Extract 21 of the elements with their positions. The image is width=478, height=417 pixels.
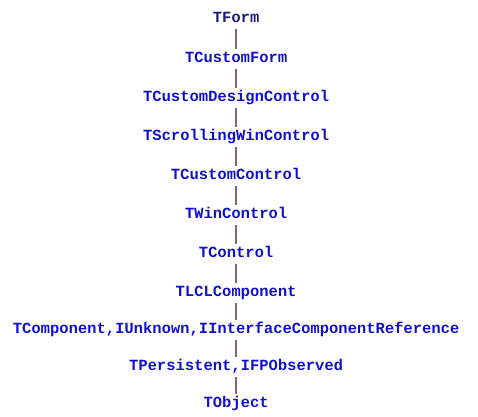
class-name: TComponent,IUnknown,IInterfaceComponentReference xyxy=(12,321,460,337)
connector-line xyxy=(235,29,237,49)
class-name: TScrollingWinControl xyxy=(142,128,330,144)
class-name: TLCLComponent xyxy=(176,284,296,300)
connector-line xyxy=(235,108,237,127)
connector-line xyxy=(235,147,237,166)
class-name: TForm xyxy=(212,10,260,26)
connector-line xyxy=(235,225,237,244)
class-name: TControl xyxy=(198,245,274,261)
connector-line xyxy=(235,69,237,88)
connector-line xyxy=(235,303,237,320)
connector-line xyxy=(235,340,237,357)
class-name: TCustomControl xyxy=(170,167,302,183)
connector-line xyxy=(235,264,237,283)
connector-line xyxy=(235,377,237,394)
connector-line xyxy=(235,186,237,205)
class-name: TPersistent,IFPObserved xyxy=(129,358,343,374)
class-name: TCustomDesignControl xyxy=(142,89,330,105)
class-name: TCustomForm xyxy=(184,50,288,66)
class-name: TWinControl xyxy=(184,206,288,222)
class-name: TObject xyxy=(203,395,269,411)
